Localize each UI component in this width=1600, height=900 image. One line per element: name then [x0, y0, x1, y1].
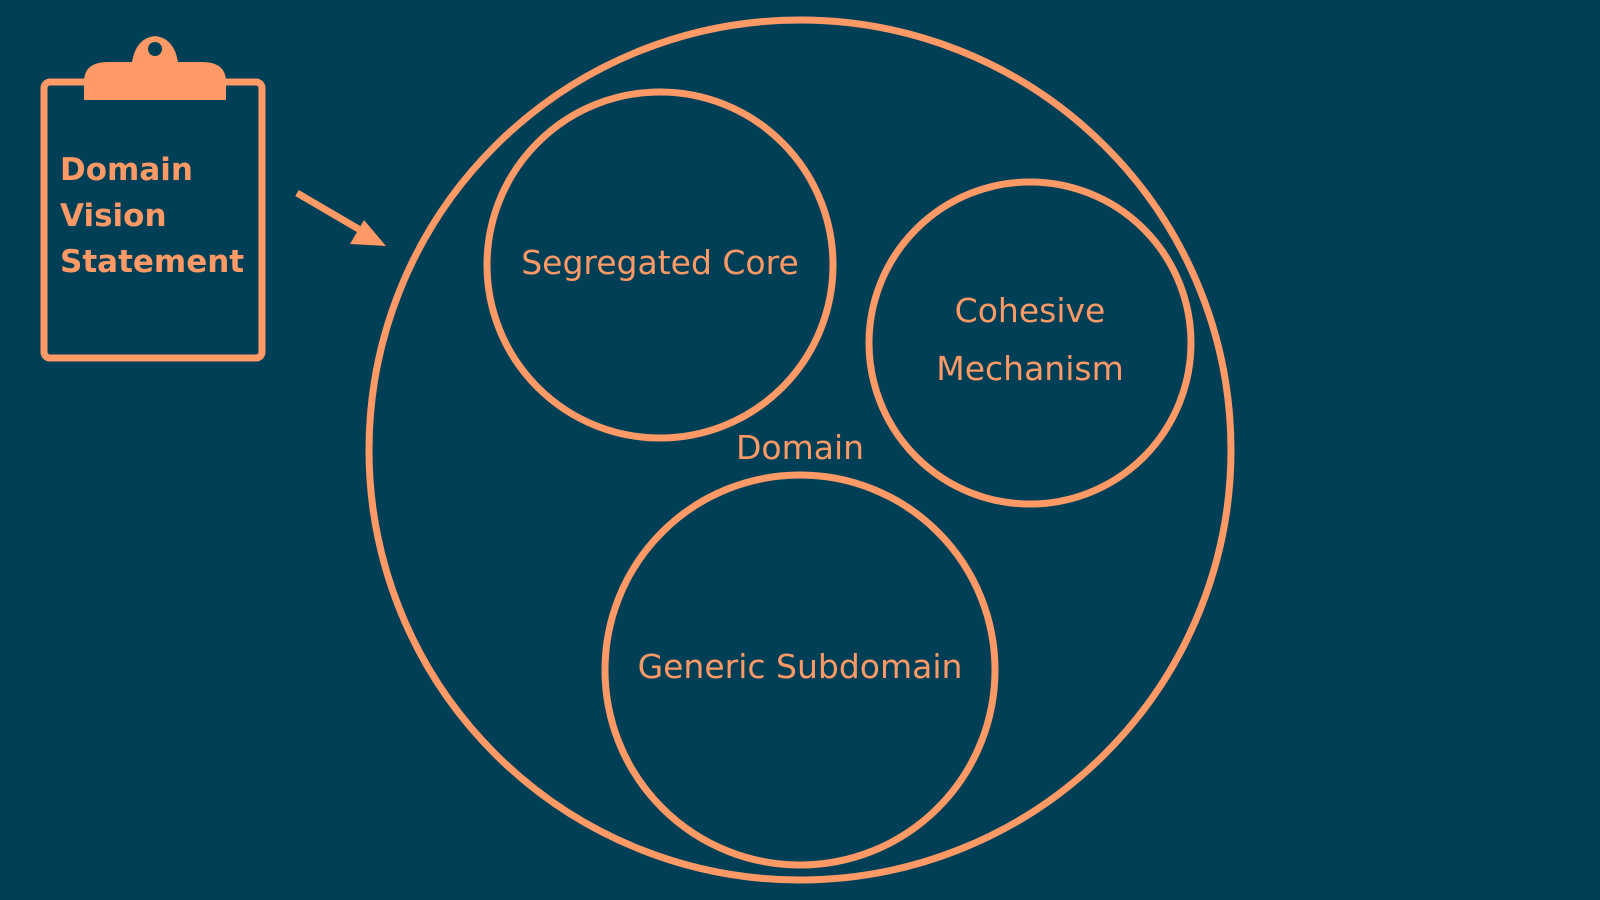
clipboard-clip — [84, 36, 226, 100]
cohesive-mechanism-label-line-1: Cohesive — [955, 291, 1106, 330]
cohesive-mechanism-label-line-2: Mechanism — [936, 349, 1123, 388]
segregated-core-circle — [483, 88, 837, 442]
clipboard-line-2: Vision — [60, 198, 167, 234]
domain-circle — [365, 16, 1235, 884]
domain-label: Domain — [736, 428, 864, 467]
clipboard-line-3: Statement — [60, 244, 244, 280]
clipboard-line-1: Domain — [60, 152, 193, 188]
arrow-right-down-icon — [295, 189, 386, 246]
generic-subdomain-label: Generic Subdomain — [638, 647, 963, 686]
clipboard-icon: Domain Vision Statement — [40, 36, 266, 362]
arrow-shaft — [295, 189, 364, 235]
generic-subdomain-circle — [601, 471, 999, 869]
clipboard-clip-hole — [148, 42, 162, 56]
segregated-core-label: Segregated Core — [521, 243, 799, 282]
arrow-head — [350, 220, 386, 246]
cohesive-mechanism-circle — [865, 178, 1195, 508]
